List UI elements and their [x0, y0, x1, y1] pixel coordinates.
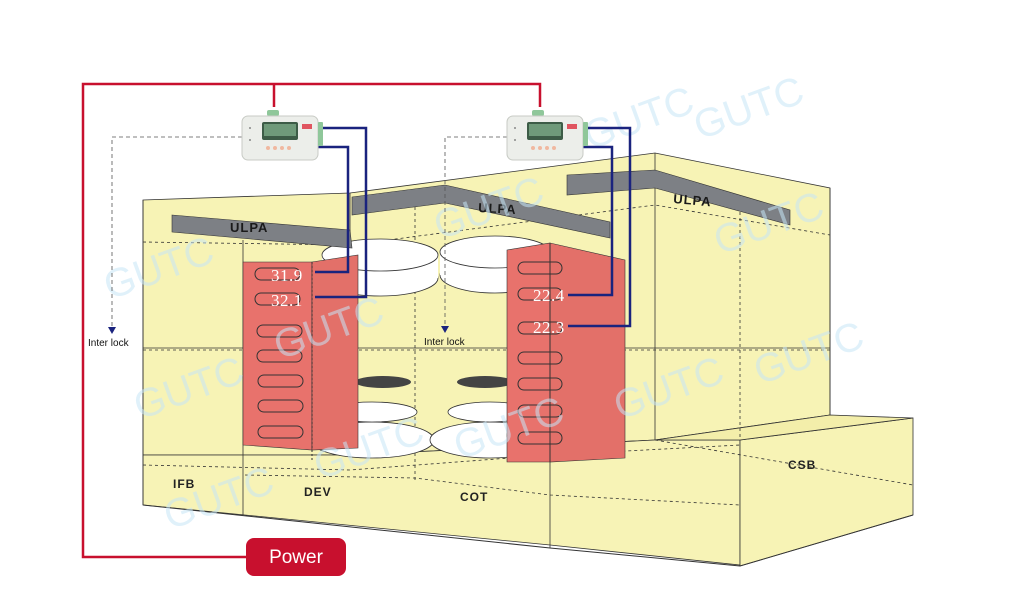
signal-wire-left-1 — [315, 126, 368, 299]
ulpa-label-center: ULPA — [478, 200, 517, 217]
ulpa-filters: ULPA ULPA ULPA — [171, 169, 791, 249]
logger-logo — [302, 124, 312, 129]
logger-button[interactable] — [266, 146, 270, 150]
power-label: Power — [269, 547, 324, 568]
signal-wire-right-2 — [568, 145, 614, 297]
csb-box-top — [654, 414, 914, 441]
chuck-grid-left — [355, 376, 411, 388]
data-logger-left[interactable] — [241, 110, 323, 161]
signal-wires — [315, 126, 632, 328]
ulpa-label-right: ULPA — [673, 191, 713, 209]
svg-text:GUTC: GUTC — [688, 68, 810, 148]
logger-button[interactable] — [287, 146, 291, 150]
zone-label-dev: DEV — [304, 485, 332, 499]
logger-logo — [567, 124, 577, 129]
temperature-reading-1: 31.9 — [271, 266, 303, 285]
chuck-grid-right — [457, 376, 513, 388]
power-button[interactable]: Power — [246, 538, 346, 576]
interlock-label-right: Inter lock — [424, 337, 466, 348]
ulpa-filter-center — [351, 184, 611, 239]
base-edge — [142, 504, 914, 567]
zone-label-ifb: IFB — [173, 477, 195, 491]
temperature-reading-2: 32.1 — [271, 291, 303, 310]
temperature-reading-3: 22.4 — [533, 286, 565, 305]
power-wires — [81, 82, 542, 559]
interlock-right: Inter lock — [424, 136, 507, 348]
temperature-reading-4: 22.3 — [533, 318, 565, 337]
signal-wire-right-1 — [568, 126, 632, 328]
arrow-down-icon — [441, 326, 449, 333]
logger-button[interactable] — [280, 146, 284, 150]
logger-button[interactable] — [531, 146, 535, 150]
arrow-down-icon — [108, 327, 116, 334]
hood-left: 31.9 32.1 — [242, 254, 359, 460]
zone-label-csb: CSB — [788, 458, 816, 472]
logger-button[interactable] — [273, 146, 277, 150]
power-wire-main — [81, 82, 542, 559]
interlock-label-left: Inter lock — [88, 338, 130, 349]
signal-wire-left-2 — [315, 145, 350, 274]
vent-slots — [254, 267, 304, 439]
hood-right: 22.4 22.3 — [506, 242, 626, 463]
ulpa-filter-right — [566, 169, 791, 226]
data-logger-right[interactable] — [506, 110, 588, 161]
logger-button[interactable] — [538, 146, 542, 150]
interlock-left: Inter lock — [88, 136, 242, 349]
logger-button[interactable] — [545, 146, 549, 150]
ulpa-label-left: ULPA — [230, 220, 268, 235]
logger-button[interactable] — [552, 146, 556, 150]
zone-label-cot: COT — [460, 490, 488, 504]
ulpa-filter-left — [171, 214, 353, 249]
csb-box-front — [739, 417, 914, 567]
vent-slots — [517, 261, 563, 445]
